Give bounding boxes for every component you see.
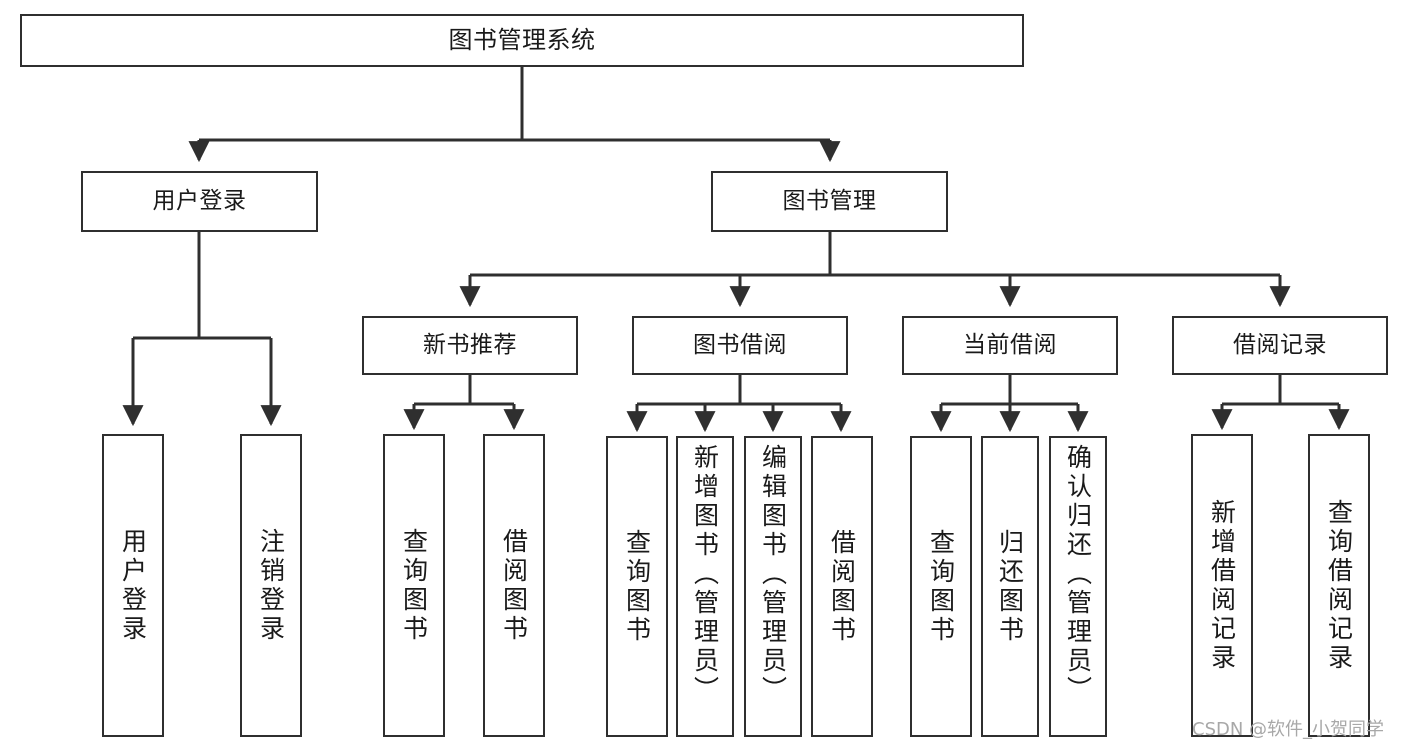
node-label: 借阅图书 <box>499 527 529 644</box>
node-label: 图书管理 <box>782 187 877 214</box>
leaf-query-book-2[interactable]: 查询图书 <box>606 436 668 737</box>
node-label: 注销登录 <box>256 527 286 644</box>
leaf-user-login[interactable]: 用户登录 <box>102 434 164 737</box>
node-label: 用户登录 <box>152 187 247 214</box>
node-label: 查询图书 <box>622 528 652 645</box>
leaf-query-record[interactable]: 查询借阅记录 <box>1308 434 1370 737</box>
leaf-edit-book[interactable]: 编辑图书（管理员） <box>744 436 802 737</box>
leaf-add-record[interactable]: 新增借阅记录 <box>1191 434 1253 737</box>
node-book-borrow[interactable]: 图书借阅 <box>632 316 848 375</box>
leaf-confirm-return[interactable]: 确认归还（管理员） <box>1049 436 1107 737</box>
node-root-system[interactable]: 图书管理系统 <box>20 14 1024 67</box>
node-current-borrow[interactable]: 当前借阅 <box>902 316 1118 375</box>
node-label: 借阅记录 <box>1233 331 1327 358</box>
node-new-book-rec[interactable]: 新书推荐 <box>362 316 578 375</box>
leaf-borrow-book-1[interactable]: 借阅图书 <box>483 434 545 737</box>
node-label: 新增图书（管理员） <box>690 444 720 705</box>
node-label: 新书推荐 <box>423 331 517 358</box>
node-label: 查询图书 <box>399 527 429 644</box>
leaf-borrow-book-2[interactable]: 借阅图书 <box>811 436 873 737</box>
node-label: 查询借阅记录 <box>1324 498 1354 673</box>
csdn-watermark: CSDN @软件_小贺同学 <box>1192 719 1385 740</box>
node-label: 新增借阅记录 <box>1207 498 1237 673</box>
node-label: 归还图书 <box>995 528 1025 645</box>
node-book-manage[interactable]: 图书管理 <box>711 171 948 232</box>
node-label: 用户登录 <box>118 527 148 644</box>
node-label: 当前借阅 <box>963 331 1057 358</box>
node-label: 图书管理系统 <box>448 26 596 55</box>
node-label: 编辑图书（管理员） <box>758 444 788 705</box>
node-label: 借阅图书 <box>827 528 857 645</box>
leaf-add-book[interactable]: 新增图书（管理员） <box>676 436 734 737</box>
leaf-return-book[interactable]: 归还图书 <box>981 436 1039 737</box>
node-borrow-record[interactable]: 借阅记录 <box>1172 316 1388 375</box>
leaf-query-book-3[interactable]: 查询图书 <box>910 436 972 737</box>
leaf-logout[interactable]: 注销登录 <box>240 434 302 737</box>
node-label: 查询图书 <box>926 528 956 645</box>
node-user-login[interactable]: 用户登录 <box>81 171 318 232</box>
node-label: 确认归还（管理员） <box>1063 444 1093 705</box>
node-label: 图书借阅 <box>693 331 787 358</box>
leaf-query-book-1[interactable]: 查询图书 <box>383 434 445 737</box>
